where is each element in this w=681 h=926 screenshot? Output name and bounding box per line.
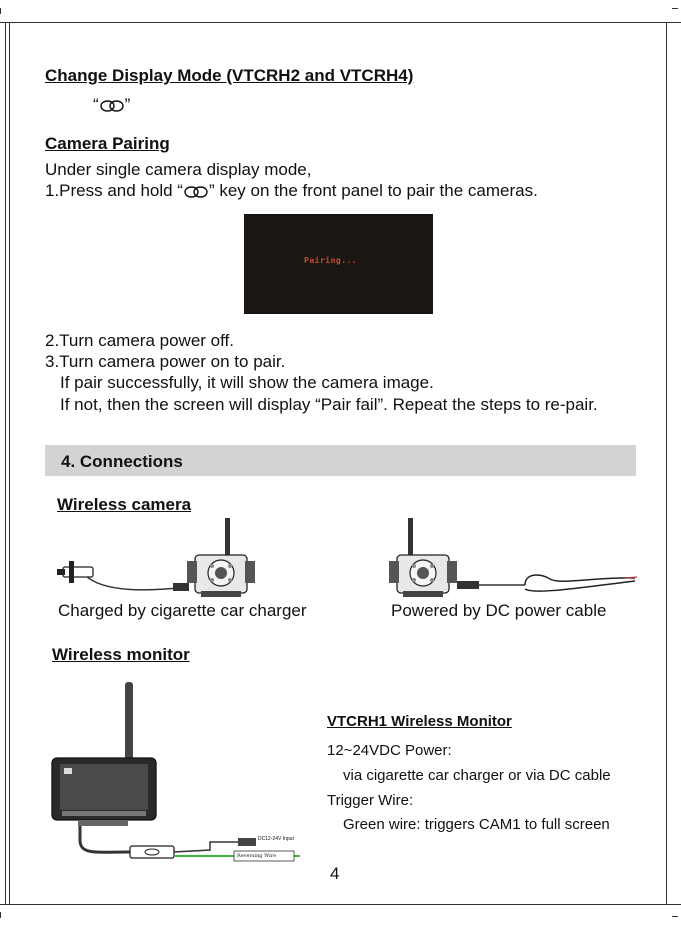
step1-text-a: 1.Press and hold “ <box>45 181 183 200</box>
switch-loop-icon <box>184 185 208 198</box>
pairing-screen-image: Pairing... <box>244 214 433 314</box>
crop-mark <box>0 8 1 14</box>
quote-close: ” <box>124 95 131 114</box>
antenna-icon <box>408 518 413 558</box>
pairing-note-fail: If not, then the screen will display “Pa… <box>60 395 598 414</box>
dc-input-label: DC12-24V Input <box>258 836 294 842</box>
caption-dc-cable: Powered by DC power cable <box>391 601 607 620</box>
pairing-step-1: 1.Press and hold “ ” key on the front pan… <box>45 181 538 201</box>
camera-with-dc-cable-figure <box>389 518 638 597</box>
connections-header: 4. Connections <box>61 452 183 471</box>
wireless-monitor-figure <box>51 682 300 862</box>
display-mode-key: “” <box>93 95 130 115</box>
trigger-label: Trigger Wire: <box>327 792 414 809</box>
monitor-title: VTCRH1 Wireless Monitor <box>327 713 512 730</box>
wireless-monitor-heading: Wireless monitor <box>52 645 190 664</box>
quote-open: “ <box>93 95 99 114</box>
crop-mark <box>0 912 1 918</box>
page-frame-bottom <box>0 904 681 905</box>
power-label: 12~24VDC Power: <box>327 742 452 759</box>
caption-cigarette-charger: Charged by cigarette car charger <box>58 601 307 620</box>
step1-text-b: ” key on the front panel to pair the cam… <box>208 181 538 200</box>
power-detail: via cigarette car charger or via DC cabl… <box>343 767 611 784</box>
crop-mark <box>672 916 678 917</box>
pairing-step-3: 3.Turn camera power on to pair. <box>45 352 286 371</box>
antenna-icon <box>225 518 230 558</box>
page-frame-top <box>0 22 681 23</box>
crop-mark <box>672 8 678 9</box>
switch-loop-icon <box>99 99 124 112</box>
camera-pairing-heading: Camera Pairing <box>45 134 170 153</box>
page-frame-right <box>666 22 667 904</box>
pairing-screen-text: Pairing... <box>304 256 358 265</box>
camera-with-cigarette-charger-figure <box>57 518 255 597</box>
page-number: 4 <box>330 864 340 883</box>
page-frame-left <box>5 22 10 904</box>
connections-header-bar: 4. Connections <box>45 445 636 476</box>
pairing-note-success: If pair successfully, it will show the c… <box>60 373 434 392</box>
pairing-intro: Under single camera display mode, <box>45 160 312 179</box>
pairing-step-2: 2.Turn camera power off. <box>45 331 234 350</box>
trigger-detail: Green wire: triggers CAM1 to full screen <box>343 816 610 833</box>
change-display-mode-heading: Change Display Mode (VTCRH2 and VTCRH4) <box>45 66 414 85</box>
reversing-wire-label: Reversing Wire <box>237 853 277 859</box>
antenna-icon <box>125 682 133 760</box>
wireless-camera-heading: Wireless camera <box>57 495 192 514</box>
